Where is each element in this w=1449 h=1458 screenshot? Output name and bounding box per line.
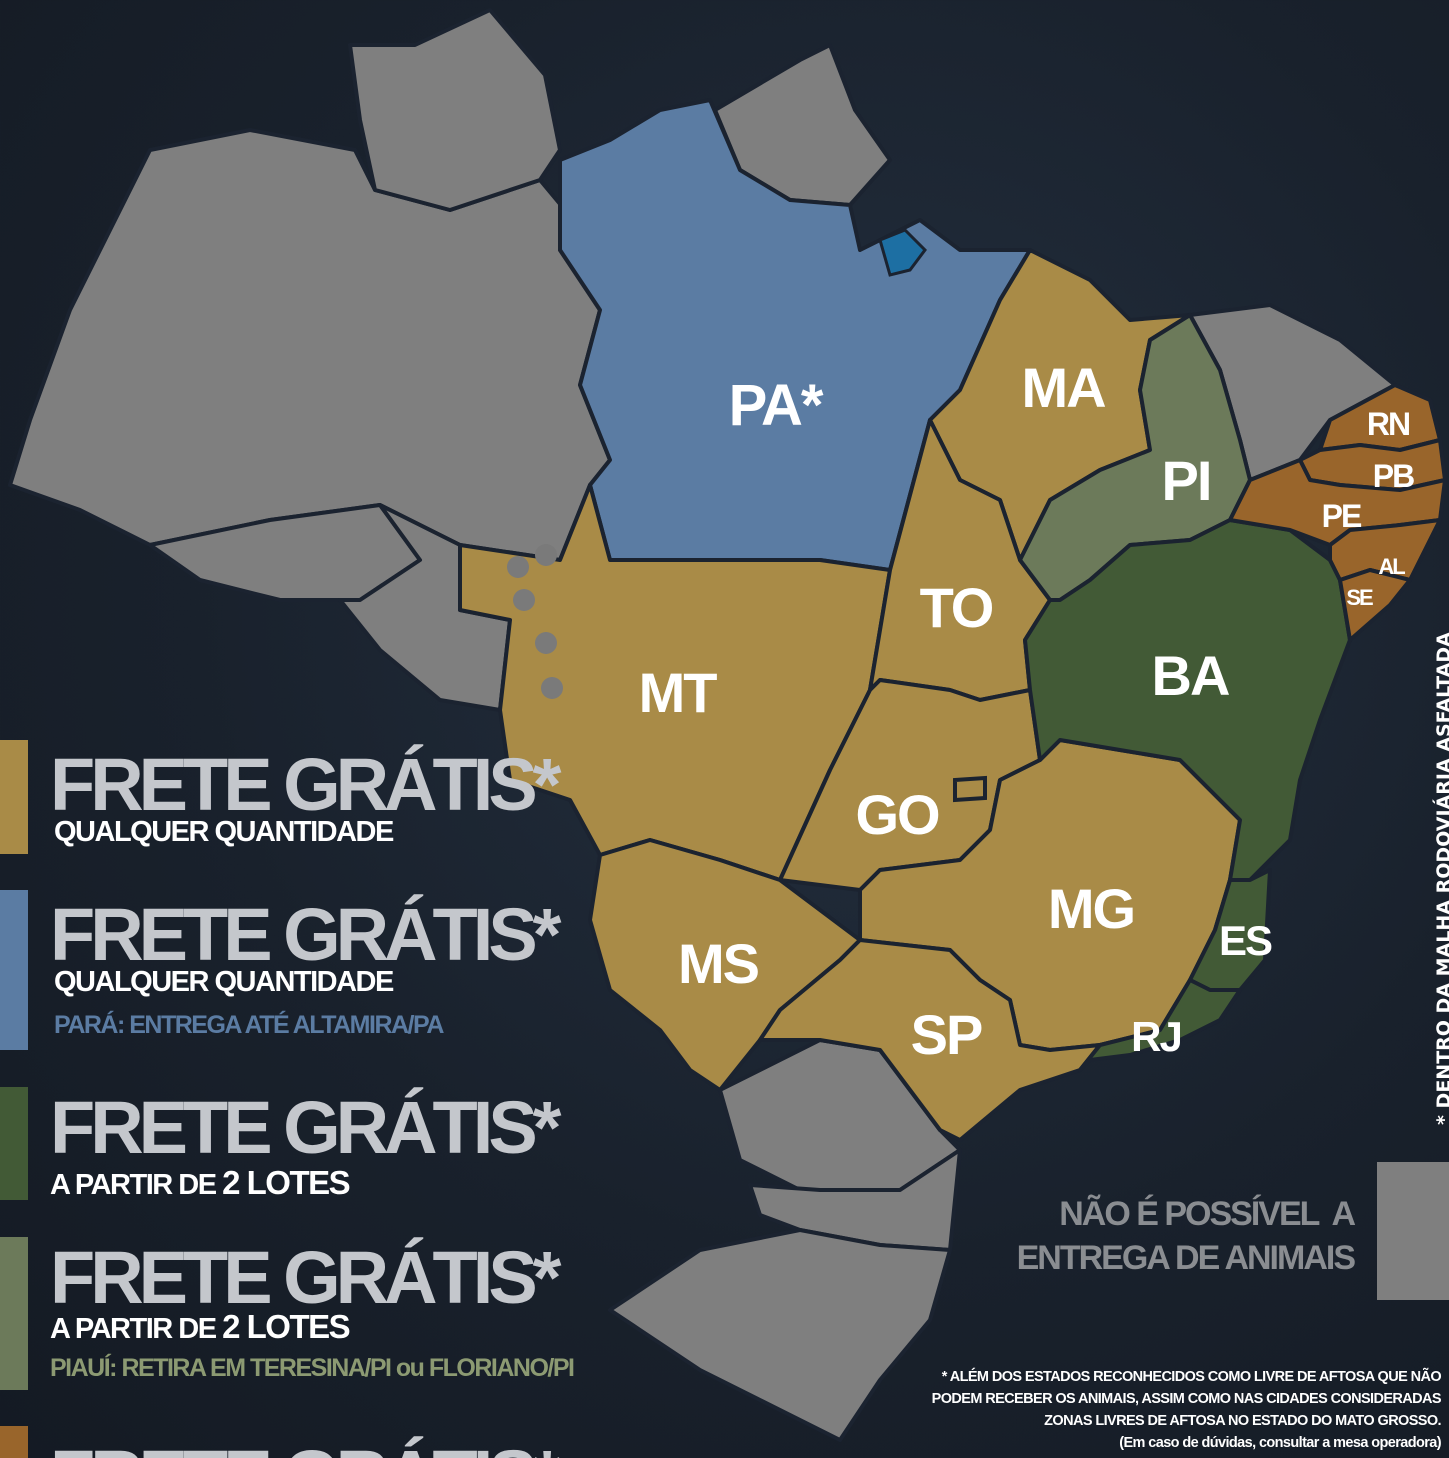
legend-title: FRETE GRÁTIS*: [50, 1440, 561, 1458]
legend-subtitle: QUALQUER QUANTIDADE: [54, 966, 394, 998]
footnote-line: ZONAS LIVRES DE AFTOSA NO ESTADO DO MATO…: [1044, 1413, 1441, 1429]
state-se: [1338, 568, 1412, 642]
legend-subtitle: A PARTIR DE 2 LOTES: [50, 1308, 351, 1345]
legend-note-para: PARÁ: ENTREGA ATÉ ALTAMIRA/PA: [54, 1011, 444, 1039]
label-rj: RJ: [1131, 1013, 1181, 1060]
no-delivery-legend: NÃO É POSSÍVEL A ENTREGA DE ANIMAIS: [934, 1192, 1356, 1280]
label-ba: BA: [1152, 644, 1229, 707]
state-ba: [1023, 518, 1352, 882]
label-al: AL: [1378, 554, 1405, 579]
footnote-line: (Em caso de dúvidas, consultar a mesa op…: [1119, 1435, 1441, 1451]
label-pi: PI: [1162, 449, 1211, 512]
map-dot: [535, 544, 557, 566]
label-sp: SP: [911, 1003, 982, 1066]
footnote-line: PODEM RECEBER OS ANIMAIS, ASSIM COMO NAS…: [931, 1391, 1442, 1407]
state-rj: [1078, 978, 1242, 1072]
no-delivery-line1: NÃO É POSSÍVEL A: [1059, 1195, 1356, 1233]
label-pe: PE: [1322, 498, 1362, 534]
legend-item-dark-green: FRETE GRÁTIS* A PARTIR DE 2 LOTES: [0, 1087, 640, 1202]
marajo-island: [878, 228, 927, 277]
legend-subtitle-prefix: A PARTIR DE: [50, 1313, 223, 1345]
legend-subtitle: A PARTIR DE 2 LOTES: [50, 1164, 351, 1201]
legend-title: FRETE GRÁTIS*: [50, 893, 561, 976]
state-rs: [608, 1228, 952, 1442]
legend-subtitle-bold: 2 LOTES: [222, 1164, 351, 1201]
legend-title: FRETE GRÁTIS*: [50, 1236, 561, 1319]
legend-item-sage: FRETE GRÁTIS* A PARTIR DE 2 LOTES PIAUÍ:…: [0, 1237, 640, 1392]
legend-swatch-gray: [1377, 1162, 1449, 1300]
label-ms: MS: [678, 932, 759, 995]
label-ma: MA: [1021, 356, 1105, 419]
legend-title: FRETE GRÁTIS*: [50, 743, 561, 826]
legend-item-rust: FRETE GRÁTIS*: [0, 1426, 640, 1458]
label-mg: MG: [1048, 877, 1134, 940]
legend-swatch-blue: [0, 890, 28, 1050]
legend-subtitle-prefix: A PARTIR DE: [50, 1169, 223, 1201]
legend-subtitle: QUALQUER QUANTIDADE: [54, 816, 394, 848]
label-mt: MT: [639, 661, 718, 724]
state-am: [8, 128, 612, 562]
map-dot: [513, 589, 535, 611]
map-dot: [541, 677, 563, 699]
footnote-line: * ALÉM DOS ESTADOS RECONHECIDOS COMO LIV…: [941, 1369, 1442, 1385]
legend-title: FRETE GRÁTIS*: [50, 1086, 561, 1169]
label-rn: RN: [1367, 406, 1409, 442]
footnote: * ALÉM DOS ESTADOS RECONHECIDOS COMO LIV…: [841, 1366, 1442, 1454]
state-rr: [348, 8, 562, 212]
legend-item-blue: FRETE GRÁTIS* QUALQUER QUANTIDADE PARÁ: …: [0, 890, 640, 1050]
label-es: ES: [1219, 917, 1272, 964]
map-dot: [507, 556, 529, 578]
legend-subtitle-bold: 2 LOTES: [222, 1308, 351, 1345]
label-go: GO: [855, 783, 939, 846]
legend-swatch-gold: [0, 740, 28, 854]
state-df: [953, 775, 987, 803]
legend-item-gold: FRETE GRÁTIS* QUALQUER QUANTIDADE: [0, 740, 640, 855]
legend-note-piaui: PIAUÍ: RETIRA EM TERESINA/PI ou FLORIANO…: [50, 1354, 575, 1382]
label-se: SE: [1346, 585, 1373, 610]
map-dot: [535, 632, 557, 654]
legend-swatch-rust: [0, 1426, 28, 1458]
label-pa: PA*: [729, 373, 824, 438]
label-pb: PB: [1373, 458, 1414, 494]
legend-swatch-sage: [0, 1237, 28, 1390]
legend-swatch-dark-green: [0, 1087, 28, 1200]
label-to: TO: [920, 576, 993, 639]
no-delivery-line2: ENTREGA DE ANIMAIS: [1016, 1239, 1356, 1277]
vertical-note: * DENTRO DA MALHA RODOVIÁRIA ASFALTADA: [1433, 632, 1449, 1125]
